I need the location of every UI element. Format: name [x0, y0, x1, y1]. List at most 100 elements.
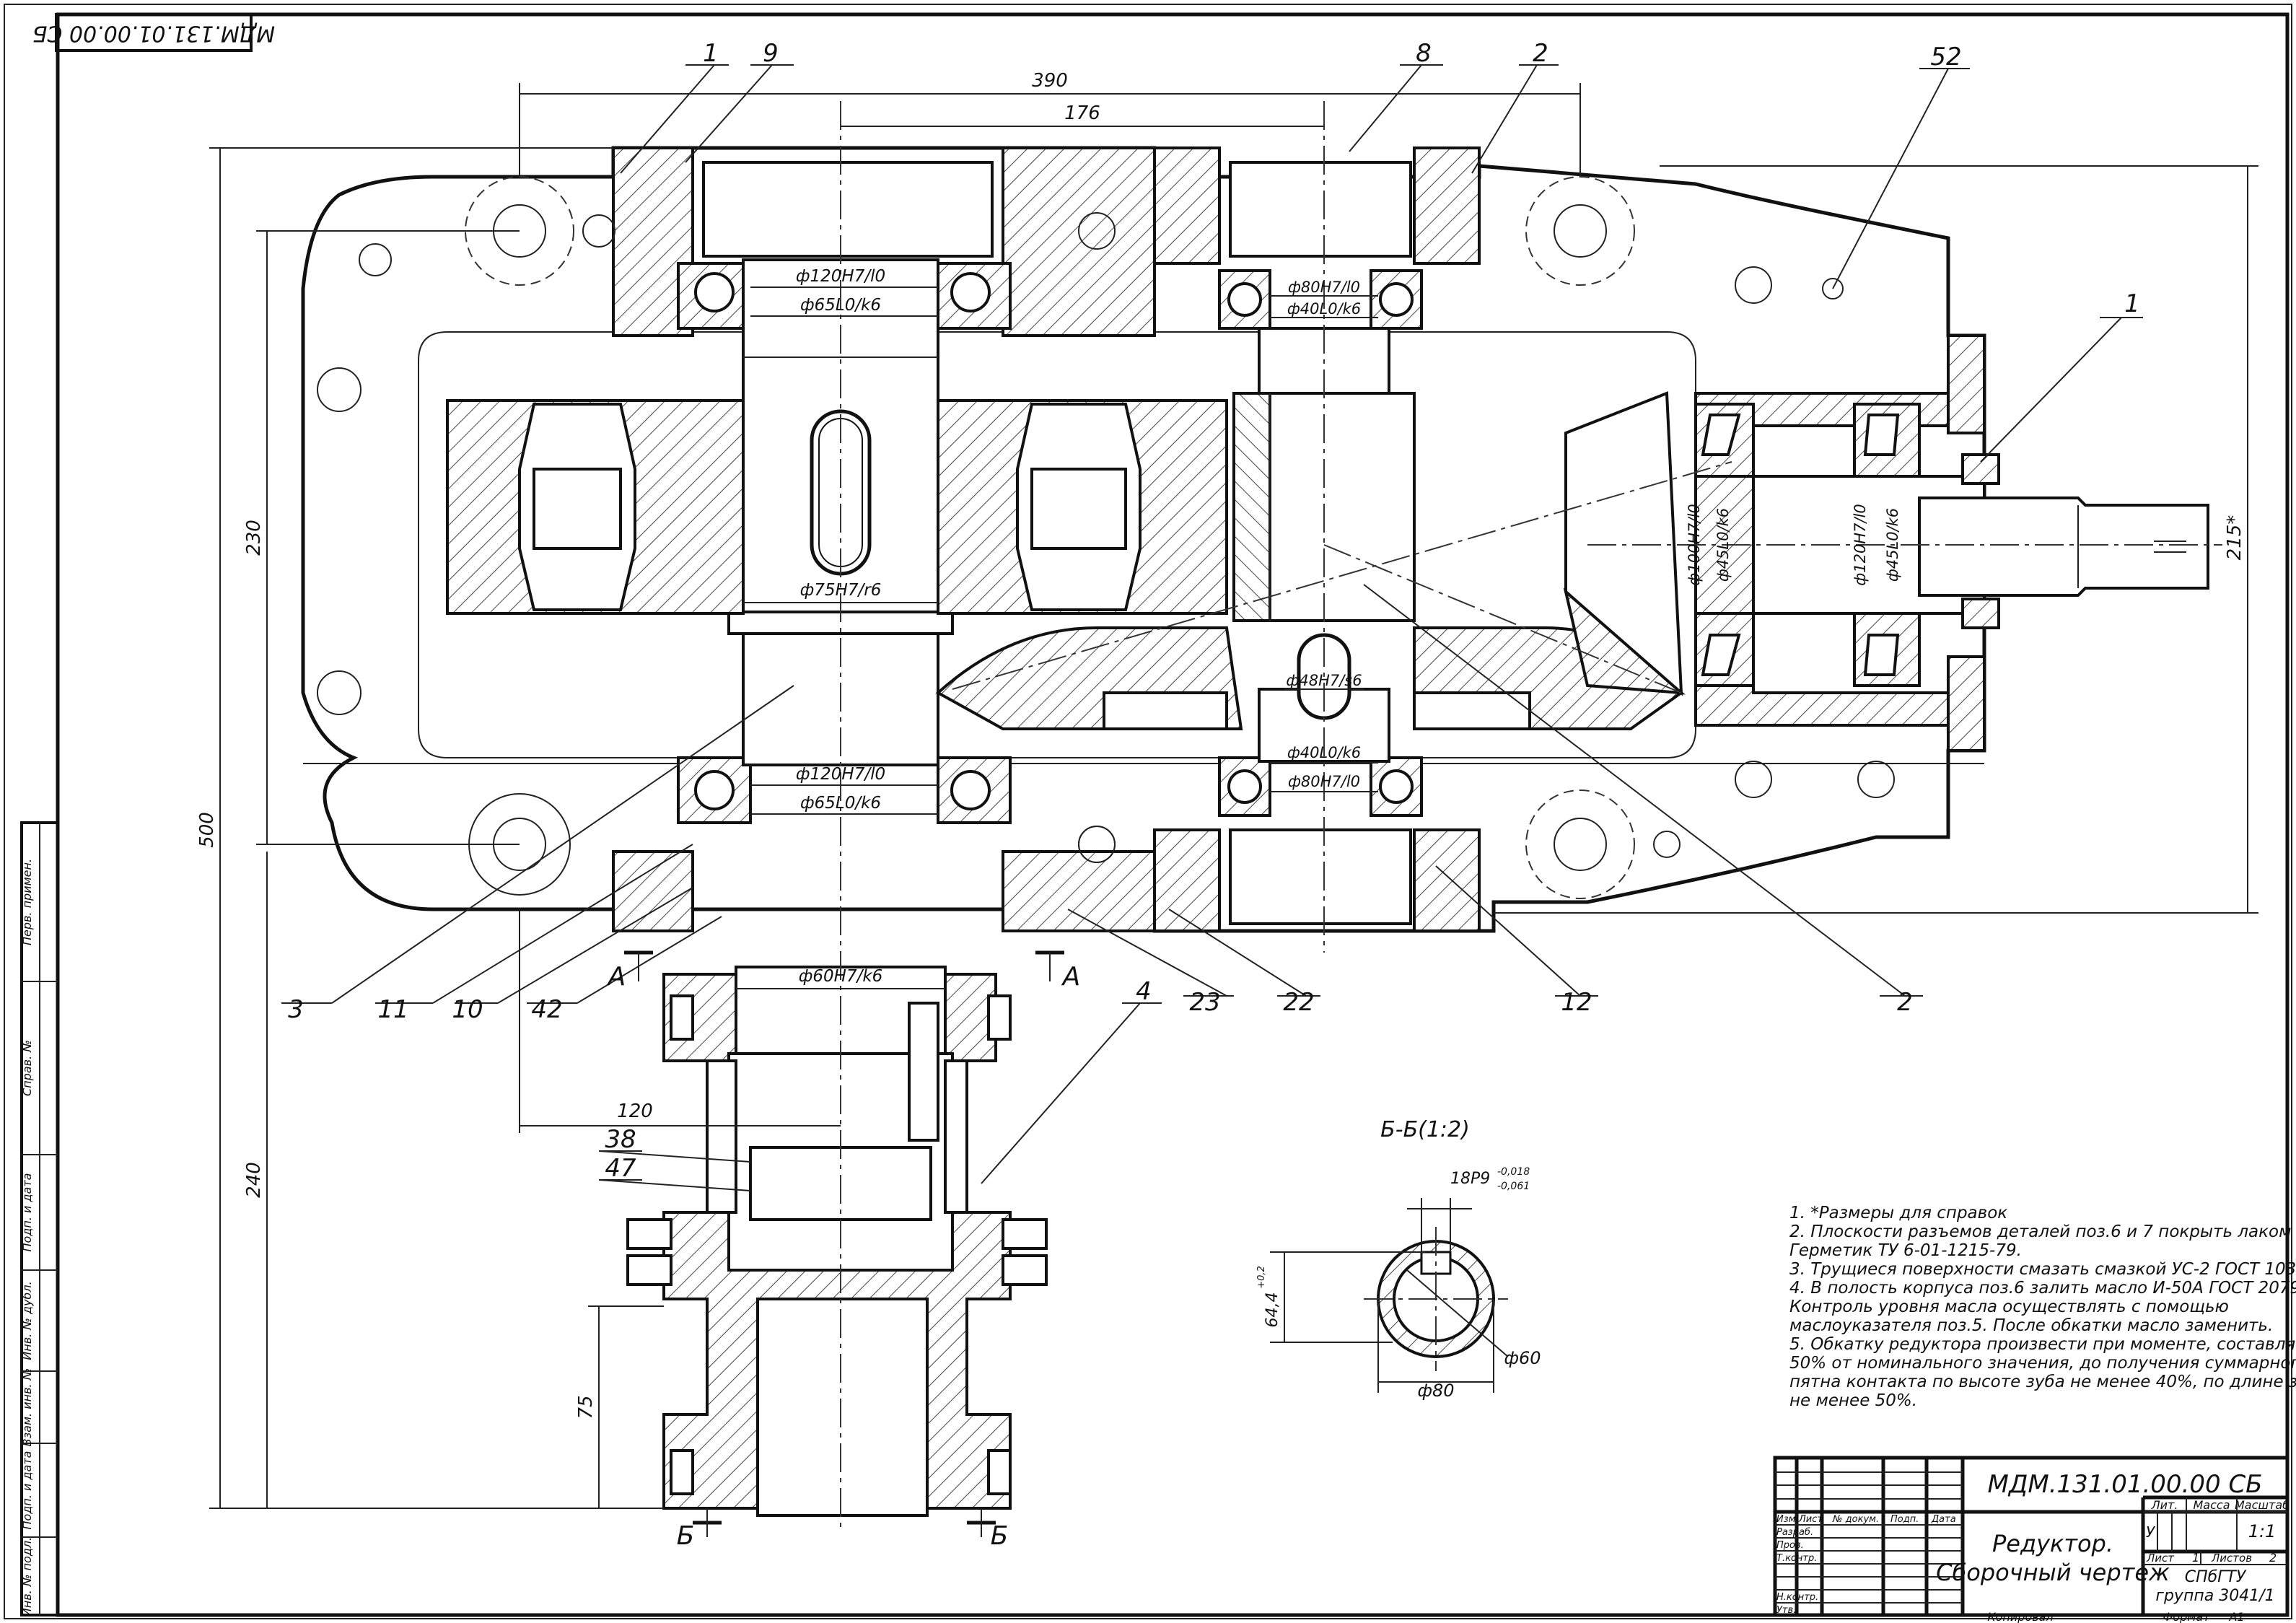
tb-format: Формат — [2163, 1610, 2211, 1623]
fit-d45l0k6-b: ф45L0/k6 — [1884, 508, 1901, 582]
dim-500: 500 — [196, 812, 218, 848]
side-cell-3: Инв. № дубл. — [20, 1281, 34, 1360]
inner-frame — [56, 12, 2290, 1617]
tb-org2: группа 3041/1 — [2155, 1587, 2274, 1605]
callout-1-top: 1 — [703, 39, 719, 68]
callout-10: 10 — [452, 995, 483, 1024]
tb-list: Лист — [1798, 1514, 1823, 1525]
note-8: 50% от номинального значения, до получен… — [1789, 1354, 2296, 1373]
fit-d65l0k6-bot: ф65L0/k6 — [800, 794, 881, 813]
callout-47: 47 — [605, 1154, 636, 1183]
side-cell-1: Справ. № — [20, 1040, 34, 1096]
tb-masshtab: Масштаб — [2235, 1498, 2290, 1512]
fit-d75h7r6: ф75H7/r6 — [800, 581, 882, 600]
section-height-tol: +0,2 — [1256, 1266, 1267, 1289]
side-cell-4: Взам. инв. № — [20, 1368, 34, 1447]
tb-org1: СПбГТУ — [2185, 1568, 2247, 1586]
fit-d100h7l0: ф100H7/l0 — [1686, 504, 1703, 585]
dim-390: 390 — [1032, 70, 1068, 92]
fit-d120h7l0-bot: ф120H7/l0 — [796, 765, 885, 784]
tb-lit-val: У — [2146, 1523, 2156, 1541]
dim-230: 230 — [243, 520, 265, 556]
technical-notes: 1. *Размеры для справок 2. Плоскости раз… — [1789, 1204, 2296, 1410]
section-keyway-tol-lower: -0,061 — [1497, 1181, 1530, 1192]
centerlines — [840, 101, 2222, 1530]
section-d80: ф80 — [1417, 1381, 1454, 1401]
section-mark-b-right: Б — [991, 1521, 1009, 1551]
lower-shaft-assembly — [626, 966, 1048, 1517]
tb-tkontr: Т.контр. — [1776, 1553, 1817, 1564]
tb-sheets-val: 2 — [2269, 1551, 2277, 1565]
callout-8: 8 — [1416, 39, 1432, 68]
tb-izm: Изм — [1776, 1514, 1796, 1525]
tb-kopiroval: Копировал — [1987, 1610, 2053, 1623]
dim-75: 75 — [575, 1395, 597, 1419]
tb-sheet-no: 1 — [2192, 1551, 2199, 1565]
fit-d60h7k6: ф60H7/k6 — [799, 967, 883, 986]
callout-52: 52 — [1930, 43, 1961, 71]
dimensions: 390 176 120 230 500 240 75 215* — [196, 70, 2258, 1509]
tb-name-1: Редуктор. — [1992, 1530, 2113, 1557]
fit-d80h7l0-bot: ф80H7/l0 — [1288, 773, 1360, 790]
section-view-title: Б-Б(1:2) — [1380, 1117, 1470, 1142]
tb-utv: Утв. — [1776, 1605, 1796, 1616]
fit-d45l0k6-a: ф45L0/k6 — [1714, 508, 1732, 582]
callout-3: 3 — [288, 995, 304, 1024]
note-7: 5. Обкатку редуктора произвести при моме… — [1789, 1335, 2296, 1354]
tb-sheets-label: Листов — [2211, 1552, 2252, 1565]
rotated-stamp: МДМ.131.01.00.00 СБ — [32, 13, 275, 52]
note-5: Контроль уровня масла осуществлять с пом… — [1789, 1298, 2229, 1316]
section-d60: ф60 — [1504, 1348, 1541, 1368]
note-0: 1. *Размеры для справок — [1789, 1204, 2007, 1222]
note-6: маслоуказателя поз.5. После обкатки масл… — [1789, 1316, 2273, 1335]
fit-d65l0k6-top: ф65L0/k6 — [800, 296, 881, 315]
tb-format-val: А1 — [2228, 1610, 2244, 1623]
tb-prov: Пров. — [1776, 1540, 1804, 1551]
callout-38: 38 — [605, 1125, 636, 1154]
section-mark-b-left: Б — [677, 1521, 695, 1551]
tb-doc-no: № докум. — [1832, 1514, 1879, 1525]
dim-120: 120 — [617, 1101, 653, 1122]
section-mark-a-left: А — [607, 962, 626, 992]
tb-name-2: Сборочный чертеж — [1936, 1559, 2170, 1586]
dim-176: 176 — [1064, 102, 1100, 124]
callout-23: 23 — [1189, 988, 1220, 1017]
dim-215: 215* — [2224, 515, 2245, 561]
callout-12: 12 — [1561, 988, 1592, 1017]
section-keyway-tol-upper: -0,018 — [1497, 1166, 1530, 1178]
title-block: МДМ.131.01.00.00 СБ Редуктор. Сборочный … — [1773, 1456, 2290, 1617]
note-2: Герметик ТУ 6-01-1215-79. — [1789, 1241, 2022, 1260]
note-9: пятна контакта по высоте зуба не менее 4… — [1789, 1373, 2296, 1391]
fit-d120h7l0-top: ф120H7/l0 — [796, 267, 885, 286]
side-strip: Перв. примен. Справ. № Подп. и дата Инв.… — [20, 821, 59, 1617]
side-cell-2: Подп. и дата — [20, 1173, 34, 1252]
tb-razrab: Разраб. — [1776, 1527, 1813, 1538]
fit-d48h7s6: ф48H7/s6 — [1286, 672, 1362, 689]
note-3: 3. Трущиеся поверхности смазать смазкой … — [1789, 1260, 2296, 1279]
callout-1-right: 1 — [2124, 289, 2140, 318]
fit-labels: ф120H7/l0 ф65L0/k6 ф80H7/l0 ф40L0/k6 ф75… — [736, 267, 1901, 989]
callouts: 1 9 8 2 52 1 3 11 10 42 23 22 12 2 4 38 … — [281, 39, 2143, 1191]
fit-d80h7l0-top: ф80H7/l0 — [1288, 279, 1360, 296]
gearbox-housing — [301, 146, 2209, 933]
note-4: 4. В полость корпуса поз.6 залить масло … — [1789, 1279, 2296, 1298]
callout-4: 4 — [1136, 977, 1152, 1006]
tb-data: Дата — [1931, 1514, 1956, 1525]
rotated-stamp-text: МДМ.131.01.00.00 СБ — [32, 21, 275, 46]
tb-lit: Лит. — [2151, 1498, 2178, 1512]
section-keyway: 18P9 — [1450, 1170, 1490, 1188]
fit-d120h7l0-r: ф120H7/l0 — [1852, 504, 1869, 585]
side-cell-6: Инв. № подл. — [20, 1537, 34, 1617]
callout-42: 42 — [531, 995, 562, 1024]
tb-podp: Подп. — [1890, 1514, 1919, 1525]
outer-frame — [4, 4, 2292, 1619]
side-cell-5: Подп. и дата — [20, 1451, 34, 1530]
tb-designation: МДМ.131.01.00.00 СБ — [1987, 1470, 2262, 1499]
section-view-bb: Б-Б(1:2) 18P9 -0,018 -0,061 64,4 +0,2 ф8… — [1256, 1117, 1541, 1401]
section-marks: А А Б Б — [607, 950, 1080, 1551]
tb-scale-val: 1:1 — [2248, 1521, 2277, 1541]
tb-nkontr: Н.контр. — [1776, 1592, 1818, 1603]
callout-2-top: 2 — [1533, 39, 1548, 68]
callout-9: 9 — [763, 39, 779, 68]
